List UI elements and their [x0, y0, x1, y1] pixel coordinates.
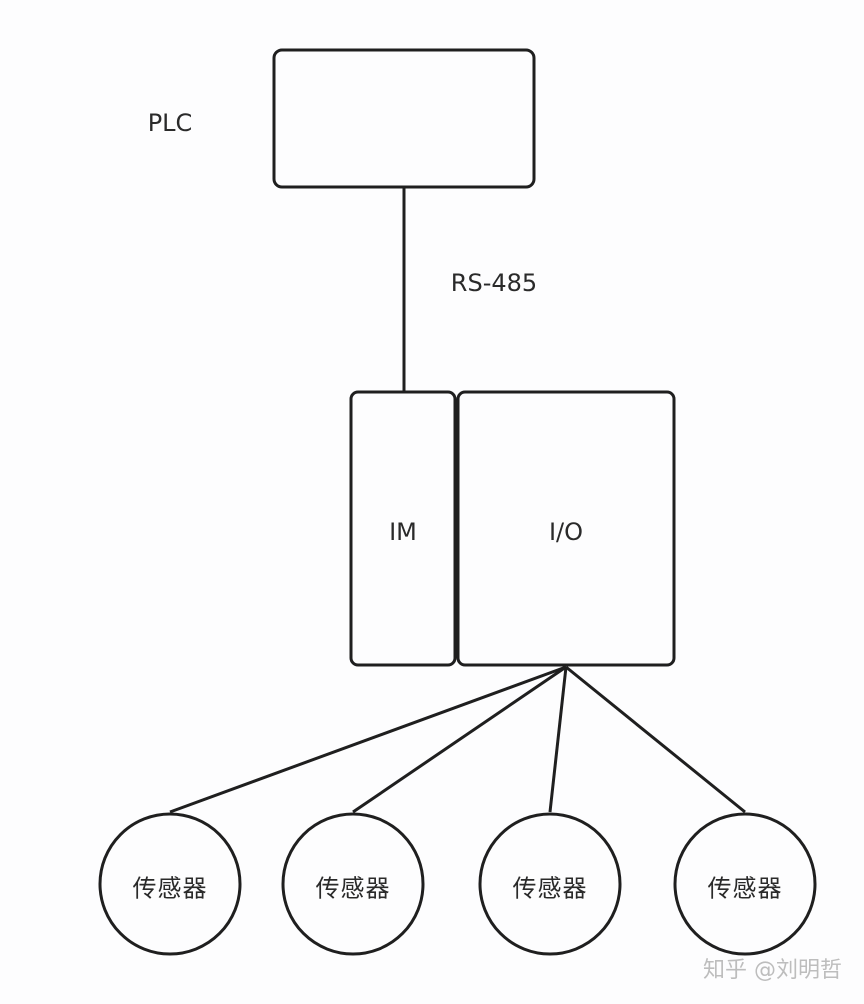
- sensor-link-1: [169, 665, 567, 814]
- sensor-link-3: [548, 666, 568, 813]
- sensor-circle-4: [673, 812, 817, 956]
- rs485-label: RS-485: [450, 269, 538, 297]
- im-label: IM: [389, 518, 417, 546]
- io-label: I/O: [548, 518, 584, 546]
- watermark: 知乎 @刘明哲: [703, 958, 842, 983]
- plc-box: [272, 48, 536, 189]
- sensor-label-3: 传感器: [512, 874, 588, 903]
- sensor-circle-3: [478, 812, 622, 956]
- plc-label: PLC: [147, 109, 193, 137]
- sensor-link-2: [352, 665, 567, 814]
- im-module-box: [349, 390, 457, 667]
- sensor-label-2: 传感器: [315, 874, 391, 903]
- sensor-circle-1: [98, 812, 242, 956]
- sensor-label-4: 传感器: [707, 874, 783, 903]
- sensor-circle-2: [281, 812, 425, 956]
- sensor-label-1: 传感器: [132, 874, 208, 903]
- sensor-link-4: [565, 665, 746, 814]
- io-module-box: [456, 390, 676, 667]
